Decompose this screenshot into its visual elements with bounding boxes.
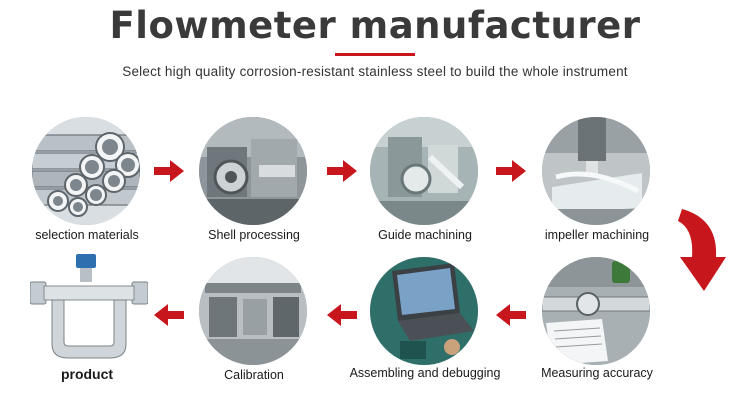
step-label-assembling-and-debugging: Assembling and debugging — [349, 366, 501, 380]
step-label-guide-machining: Guide machining — [378, 228, 472, 242]
red-arrow-icon — [494, 302, 528, 328]
step-label-shell-processing: Shell processing — [208, 228, 300, 242]
steel-pipes-image — [32, 117, 140, 225]
step-label-impeller-machining: impeller machining — [544, 228, 650, 242]
step-label-calibration: Calibration — [224, 368, 284, 382]
red-arrow-icon — [325, 158, 359, 184]
impeller-machining-image — [542, 117, 650, 225]
red-arrow-icon — [494, 158, 528, 184]
step-label-selection-materials: selection materials — [35, 228, 139, 242]
guide-machining-image — [370, 117, 478, 225]
curved-arrow-icon — [668, 205, 730, 293]
step-label-product: product — [60, 366, 114, 382]
shell-processing-image — [199, 117, 307, 225]
step-label-measuring-accuracy: Measuring accuracy — [541, 366, 653, 380]
measuring-gauge-image — [542, 257, 650, 365]
red-arrow-icon — [152, 302, 186, 328]
red-arrow-icon — [152, 158, 186, 184]
red-arrow-icon — [325, 302, 359, 328]
calibration-lab-image — [199, 257, 307, 365]
title-underline — [335, 53, 415, 56]
assembly-laptop-image — [370, 257, 478, 365]
page-subtitle: Select high quality corrosion-resistant … — [122, 64, 628, 79]
page-title: Flowmeter manufacturer — [109, 4, 641, 47]
coriolis-flowmeter-image — [29, 252, 149, 364]
